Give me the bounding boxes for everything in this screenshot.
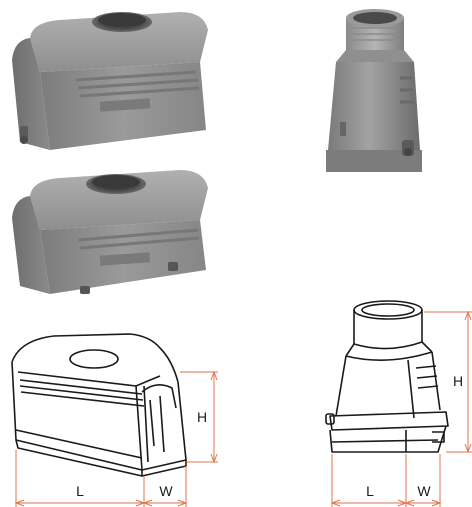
side-entry-height-label: H xyxy=(197,409,207,425)
top-entry-hood-dimensions xyxy=(330,310,472,507)
side-entry-length-label: L xyxy=(76,483,84,499)
side-entry-hood-dimensions xyxy=(14,370,218,507)
top-entry-hood-photo xyxy=(326,9,422,172)
side-entry-hood-photo-1 xyxy=(12,12,208,150)
side-entry-hood-drawing xyxy=(11,333,187,477)
top-entry-length-label: L xyxy=(366,483,374,499)
side-entry-hood-photo-2 xyxy=(12,170,208,294)
side-entry-width-label: W xyxy=(159,483,173,499)
top-entry-hood-drawing xyxy=(325,300,449,453)
top-entry-height-label: H xyxy=(453,373,463,389)
top-entry-width-label: W xyxy=(417,483,431,499)
